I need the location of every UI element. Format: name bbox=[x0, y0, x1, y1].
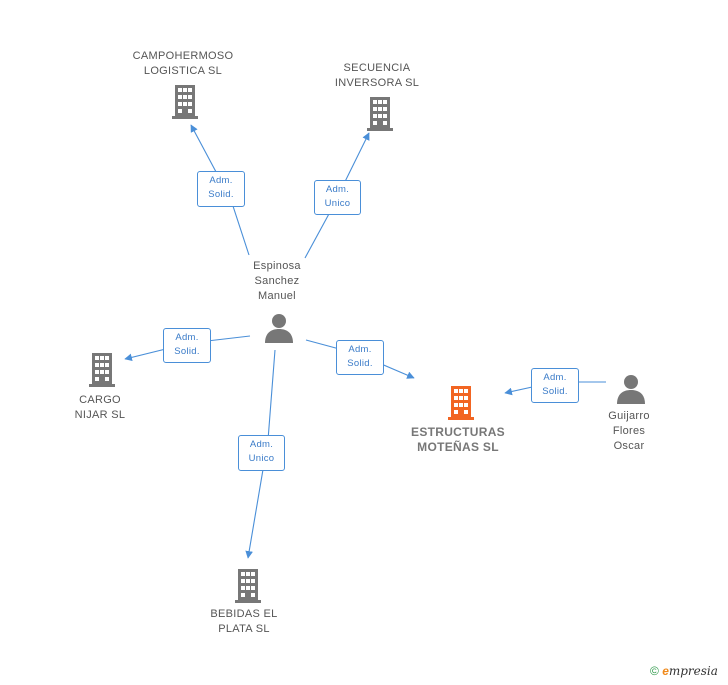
role-box-espinosa-cargo: Adm. Solid. bbox=[163, 328, 211, 363]
company-label-estructuras[interactable]: ESTRUCTURAS MOTEÑAS SL bbox=[411, 425, 505, 454]
person-label-espinosa[interactable]: Espinosa Sanchez Manuel bbox=[253, 260, 301, 302]
person-icon bbox=[617, 375, 645, 404]
copyright-symbol: © bbox=[650, 664, 659, 678]
role-box-espinosa-campohermoso: Adm. Solid. bbox=[197, 171, 245, 207]
building-icon bbox=[235, 569, 261, 603]
building-icon bbox=[367, 97, 393, 131]
building-icon bbox=[172, 85, 198, 119]
building-icon-focus bbox=[448, 386, 474, 420]
brand-logo-text: mpresia bbox=[668, 664, 718, 678]
role-box-espinosa-estructuras: Adm. Solid. bbox=[336, 340, 384, 375]
role-box-espinosa-secuencia: Adm. Unico bbox=[314, 180, 361, 215]
person-icon bbox=[265, 314, 293, 343]
brand-logo-e: e bbox=[662, 664, 669, 678]
building-icon bbox=[89, 353, 115, 387]
company-label-secuencia[interactable]: SECUENCIA INVERSORA SL bbox=[334, 62, 420, 89]
company-label-bebidas[interactable]: BEBIDAS EL PLATA SL bbox=[210, 608, 278, 635]
company-label-cargo[interactable]: CARGO NIJAR SL bbox=[74, 394, 126, 421]
company-label-campohermoso[interactable]: CAMPOHERMOSO LOGISTICA SL bbox=[132, 50, 234, 77]
footer-brand: © empresia bbox=[650, 664, 718, 678]
role-box-espinosa-bebidas: Adm. Unico bbox=[238, 435, 285, 471]
role-box-guijarro-estructuras: Adm. Solid. bbox=[531, 368, 579, 403]
person-label-guijarro[interactable]: Guijarro Flores Oscar bbox=[608, 410, 650, 452]
